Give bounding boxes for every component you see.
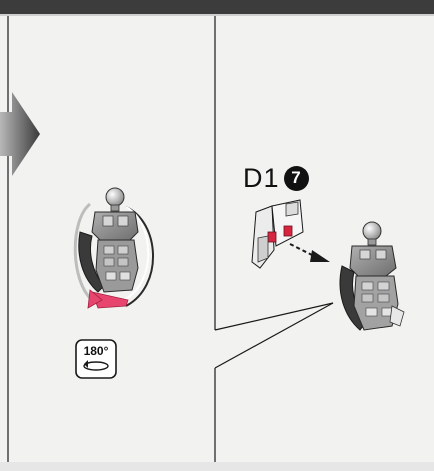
- rotation-label: 180°: [78, 344, 114, 358]
- top-band: [0, 0, 434, 14]
- panel-frame: [8, 16, 333, 471]
- part-number-badge: 7: [284, 166, 309, 191]
- part-code-text: D1: [243, 164, 280, 192]
- insert-arrow-icon: [290, 244, 330, 262]
- assembled-torso-part: [340, 222, 404, 330]
- chest-insert-part: [252, 200, 303, 268]
- part-code-label: D1 7: [243, 164, 309, 192]
- rotating-torso-part: [75, 188, 153, 308]
- next-step-arrow-icon: [0, 92, 40, 176]
